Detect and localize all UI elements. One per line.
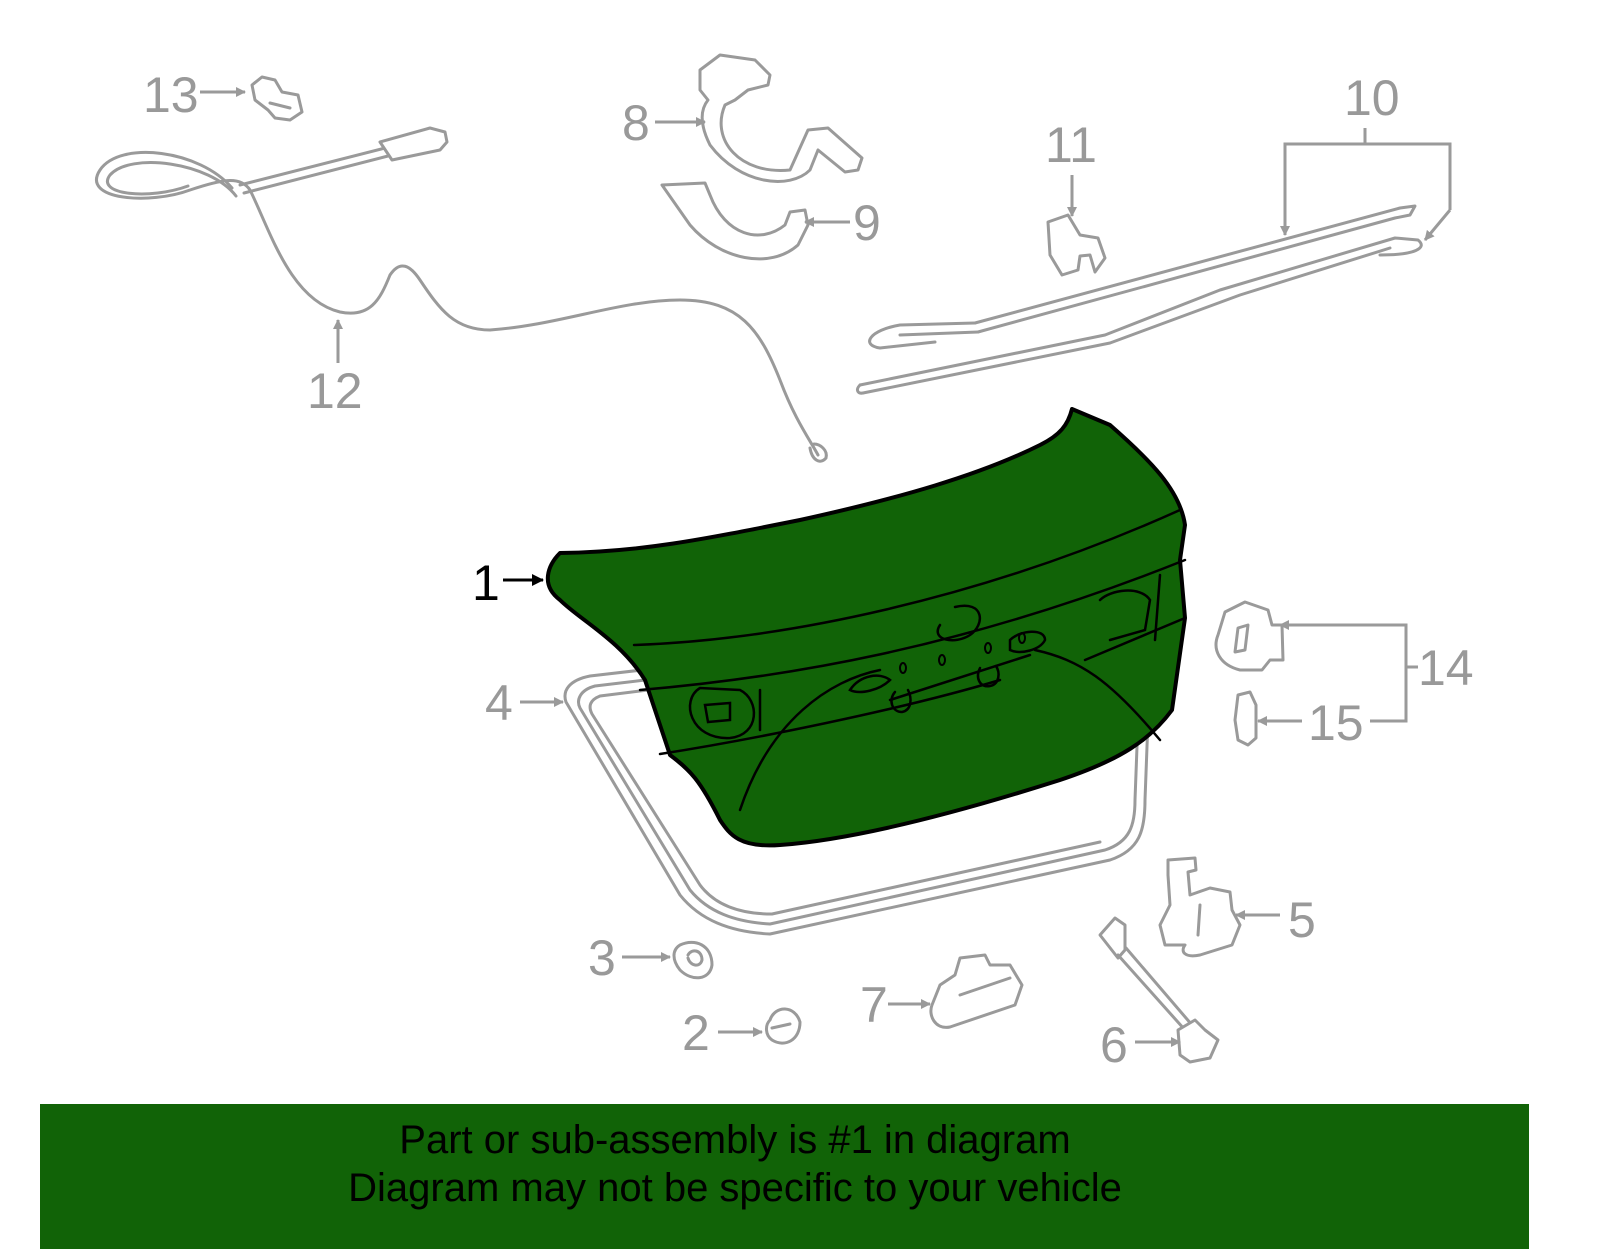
svg-text:11: 11 [1045,117,1097,173]
part-4-weatherstrip[interactable] [563,668,1150,936]
part-9-hinge-arm[interactable] [660,181,810,261]
part-3-grommet[interactable] [672,940,714,980]
part-7-switch[interactable] [929,953,1024,1029]
callout-13[interactable]: 13 [143,67,246,123]
svg-text:3: 3 [588,930,616,986]
part-1-trunk-lid[interactable] [546,407,1187,848]
part-2-cap[interactable] [765,1007,802,1045]
callout-7[interactable]: 7 [860,977,931,1033]
svg-text:8: 8 [622,95,650,151]
callout-2[interactable]: 2 [682,1005,763,1061]
svg-text:13: 13 [143,67,199,123]
part-13-clip[interactable] [250,75,304,122]
svg-text:15: 15 [1308,695,1364,751]
callout-15[interactable]: 15 [1257,695,1364,751]
svg-text:1: 1 [472,555,500,611]
callout-1[interactable]: 1 [472,555,544,611]
part-10-torsion-bars[interactable] [855,204,1423,395]
callout-8[interactable]: 8 [622,95,706,151]
callout-14[interactable]: 14 [1279,620,1474,723]
svg-text:14: 14 [1418,640,1474,696]
info-banner: Part or sub-assembly is #1 in diagram Di… [40,1104,1529,1249]
part-12-release-cable[interactable] [95,126,828,463]
svg-text:5: 5 [1288,892,1316,948]
part-15-bumper[interactable] [1233,690,1258,747]
svg-text:4: 4 [485,675,513,731]
banner-line-disclaimer: Diagram may not be specific to your vehi… [348,1166,1122,1210]
callout-9[interactable]: 9 [804,195,881,251]
callout-10[interactable]: 10 [1280,70,1452,241]
svg-text:12: 12 [307,363,363,419]
svg-text:10: 10 [1344,70,1400,126]
part-8-hinge[interactable] [698,53,864,183]
part-11-clip[interactable] [1046,213,1107,277]
svg-text:9: 9 [853,195,881,251]
banner-line-part-number: Part or sub-assembly is #1 in diagram [399,1118,1071,1162]
callout-12[interactable]: 12 [307,319,363,419]
part-14-bracket[interactable] [1214,600,1285,672]
callout-4[interactable]: 4 [485,675,564,731]
callout-3[interactable]: 3 [588,930,671,986]
part-5-latch[interactable] [1158,856,1242,958]
callout-5[interactable]: 5 [1235,892,1316,948]
callout-6[interactable]: 6 [1100,1017,1181,1073]
callout-11[interactable]: 11 [1045,117,1097,217]
svg-text:7: 7 [860,977,888,1033]
part-6-cable-end[interactable] [1098,916,1220,1064]
svg-text:6: 6 [1100,1017,1128,1073]
svg-text:2: 2 [682,1005,710,1061]
